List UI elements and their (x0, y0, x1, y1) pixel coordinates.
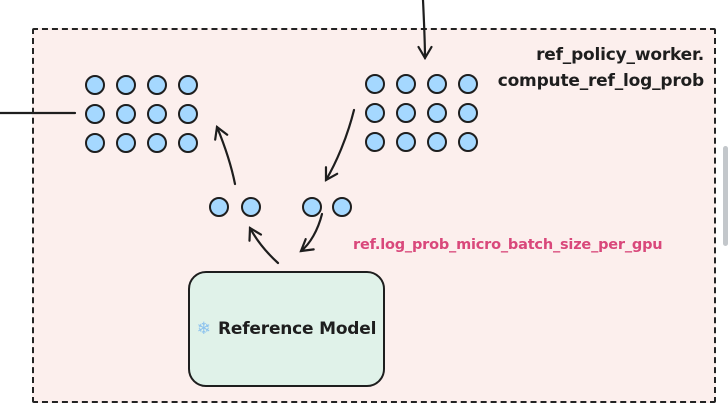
batch-circle (396, 103, 416, 123)
batch-circle (147, 133, 167, 153)
batch-circle (85, 133, 105, 153)
scrollbar-thumb[interactable] (723, 146, 728, 246)
worker-method-label-line1: ref_policy_worker. (536, 45, 704, 65)
batch-circle (116, 75, 136, 95)
batch-circle (458, 103, 478, 123)
batch-circle (116, 133, 136, 153)
batch-circle (85, 104, 105, 124)
batch-circle (178, 133, 198, 153)
micro-batch-pair-right (302, 197, 352, 217)
batch-circle (458, 132, 478, 152)
micro-batch-size-label: ref.log_prob_micro_batch_size_per_gpu (353, 237, 663, 253)
batch-circle (302, 197, 322, 217)
batch-circle (396, 74, 416, 94)
batch-circle (365, 103, 385, 123)
batch-circle (147, 104, 167, 124)
reference-model-label: Reference Model (218, 319, 377, 339)
worker-method-label: ref_policy_worker. compute_ref_log_prob (498, 42, 704, 94)
batch-circle (209, 197, 229, 217)
batch-grid-left (85, 75, 198, 153)
batch-circle (116, 104, 136, 124)
worker-method-label-line2: compute_ref_log_prob (497, 71, 704, 91)
batch-circle (332, 197, 352, 217)
batch-circle (365, 74, 385, 94)
batch-circle (85, 75, 105, 95)
batch-circle (147, 75, 167, 95)
batch-circle (178, 75, 198, 95)
batch-circle (427, 132, 447, 152)
batch-circle (178, 104, 198, 124)
batch-circle (427, 103, 447, 123)
batch-circle (241, 197, 261, 217)
reference-model-box: ❄ Reference Model (188, 271, 385, 387)
batch-circle (396, 132, 416, 152)
snowflake-icon: ❄ (196, 318, 212, 339)
micro-batch-pair-left (209, 197, 261, 217)
batch-circle (427, 74, 447, 94)
batch-grid-right (365, 74, 478, 152)
batch-circle (458, 74, 478, 94)
batch-circle (365, 132, 385, 152)
